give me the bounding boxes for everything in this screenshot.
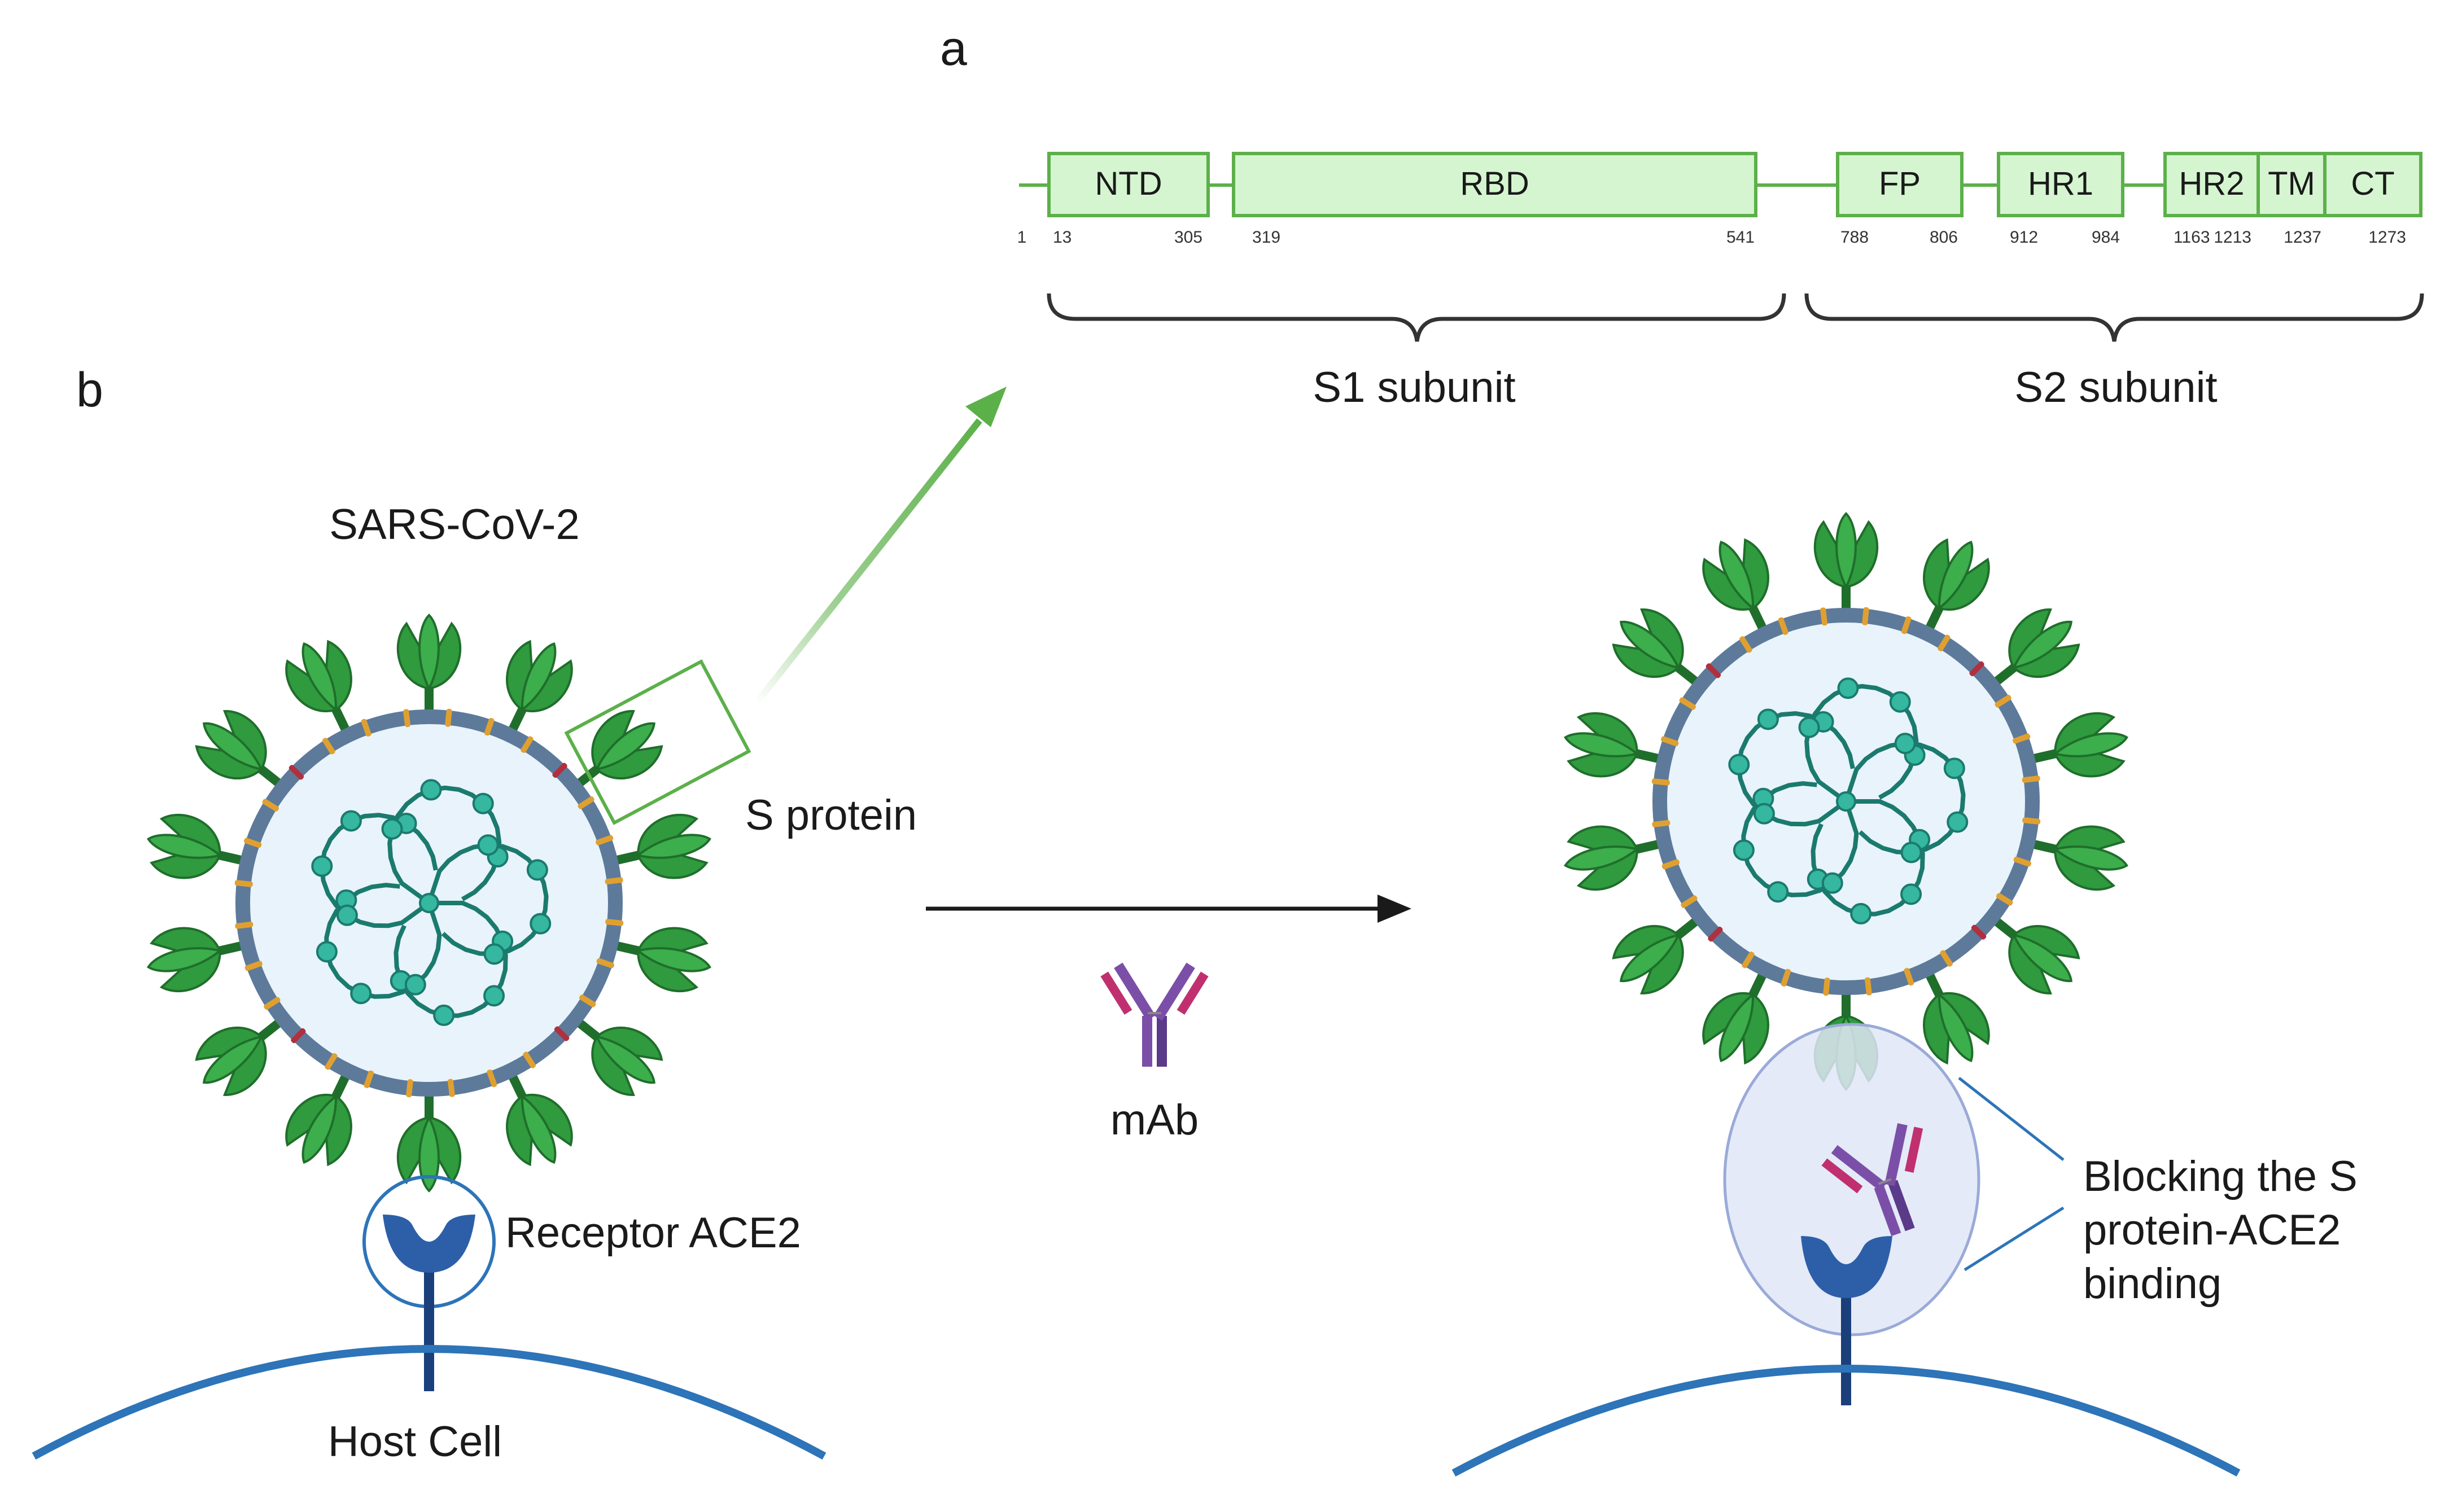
domain-box-ct xyxy=(2323,152,2422,217)
receptor-ace2-label: Receptor ACE2 xyxy=(505,1209,801,1257)
callout-line-upper xyxy=(1958,1077,2065,1161)
spike-protein xyxy=(504,639,573,740)
domain-box-rbd xyxy=(1232,152,1757,217)
domain-end-rbd: 541 xyxy=(1726,228,1755,247)
domain-box-ntd xyxy=(1047,152,1210,217)
spike-protein xyxy=(1921,965,1990,1065)
domain-box-fp xyxy=(1836,152,1964,217)
s-protein-highlight-box xyxy=(564,659,751,825)
sars-cov-2-virion xyxy=(147,613,711,1193)
spike-protein xyxy=(195,1014,288,1096)
process-arrow xyxy=(926,895,1411,923)
domain-label-hr1: HR1 xyxy=(2028,165,2093,202)
callout-line-lower xyxy=(1964,1206,2065,1272)
domain-start-ntd: 13 xyxy=(1053,228,1072,247)
spike-protein xyxy=(285,639,354,740)
blocking-label-line-2: protein-ACE2 xyxy=(2083,1206,2341,1254)
blocking-label-line-1: Blocking the S xyxy=(2083,1152,2358,1200)
spike-protein xyxy=(1702,965,1771,1065)
domain-start-rbd: 319 xyxy=(1252,228,1280,247)
spike-protein xyxy=(396,1086,462,1193)
panel-letter-a: a xyxy=(940,21,967,76)
s-protein-label: S protein xyxy=(745,791,917,839)
domain-end-ntd: 305 xyxy=(1174,228,1202,247)
viral-rna xyxy=(1728,677,1969,924)
domain-end-ct: 1273 xyxy=(2368,228,2406,247)
spike-protein xyxy=(1564,712,1668,778)
domain-end-fp: 806 xyxy=(1930,228,1958,247)
domain-end-hr1: 984 xyxy=(2092,228,2120,247)
panel-letter-b: b xyxy=(76,363,103,417)
blocking-label-line-3: binding xyxy=(2083,1260,2222,1308)
zoom-arrow xyxy=(754,387,1007,705)
host-cell-membrane-left xyxy=(32,1345,827,1460)
spike-protein xyxy=(195,710,288,792)
spike-protein xyxy=(607,813,711,879)
ace2-receptor-left xyxy=(362,1175,496,1391)
ace2-receptor-right xyxy=(1801,1236,1892,1405)
spike-protein xyxy=(147,927,251,993)
virus-title: SARS-CoV-2 xyxy=(329,501,580,549)
sequence-start-label: 1 xyxy=(1017,228,1027,247)
spike-protein xyxy=(607,927,711,993)
sars-cov-2-virion-blocked xyxy=(1564,512,2128,1091)
domain-label-hr2: HR2 xyxy=(2179,165,2244,202)
spike-protein xyxy=(396,613,462,720)
spike-protein xyxy=(1564,825,1668,891)
bound-antibody-icon xyxy=(1821,1123,1923,1237)
spike-protein xyxy=(570,1014,663,1096)
domain-label-tm: TM xyxy=(2268,165,2315,202)
s2-subunit-label: S2 subunit xyxy=(2014,363,2217,411)
spike-protein xyxy=(1702,538,1771,638)
domain-end-tm: 1237 xyxy=(2284,228,2321,247)
spike-protein xyxy=(1612,912,1706,994)
spike-protein xyxy=(504,1066,573,1167)
domain-box-hr1 xyxy=(1997,152,2124,217)
antibody-icon xyxy=(1100,962,1209,1067)
host-cell-label: Host Cell xyxy=(328,1418,502,1466)
spike-protein xyxy=(1813,512,1879,618)
domain-end-hr2: 1213 xyxy=(2214,228,2251,247)
spike-protein xyxy=(2024,712,2128,778)
domain-label-rbd: RBD xyxy=(1460,165,1529,202)
domain-label-ct: CT xyxy=(2351,165,2394,202)
domain-start-fp: 788 xyxy=(1840,228,1869,247)
spike-domain-map: NTD RBD FP HR1 HR2 TM CT 13 305 319 541 788 806 912 9… xyxy=(1017,152,2422,247)
domain-label-fp: FP xyxy=(1879,165,1921,202)
mab-label: mAb xyxy=(1110,1096,1199,1144)
host-cell-membrane-right xyxy=(1451,1365,2241,1477)
viral-rna xyxy=(311,779,552,1026)
spike-protein xyxy=(570,710,663,792)
spike-protein xyxy=(1612,608,1706,691)
s1-subunit-label: S1 subunit xyxy=(1313,363,1515,411)
spike-protein xyxy=(1987,608,2080,691)
spike-protein xyxy=(285,1066,354,1167)
domain-start-hr2: 1163 xyxy=(2174,228,2210,247)
domain-start-hr1: 912 xyxy=(2010,228,2038,247)
s1-brace xyxy=(1047,293,1786,342)
domain-label-ntd: NTD xyxy=(1095,165,1162,202)
s2-brace xyxy=(1804,293,2424,342)
spike-protein xyxy=(147,813,251,879)
